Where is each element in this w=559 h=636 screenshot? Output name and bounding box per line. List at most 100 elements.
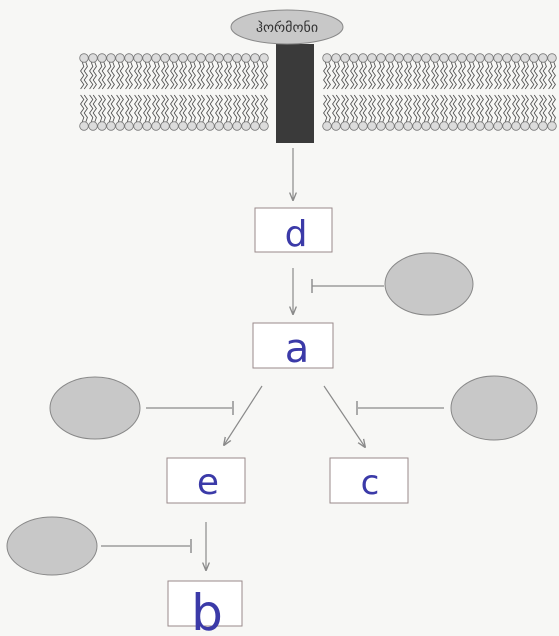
lipid-head (394, 53, 404, 63)
box-d (254, 207, 333, 253)
lipid-tail (152, 61, 157, 90)
lipid-tail (335, 94, 340, 123)
lipid-tail (179, 94, 184, 123)
lipid-tail (461, 94, 466, 123)
lipid-tail (398, 61, 403, 90)
lipid-head (205, 121, 215, 131)
lipid-tail (359, 61, 364, 90)
lipid-tail (452, 94, 457, 123)
lipid-tail (443, 61, 448, 90)
lipid-head (349, 53, 359, 63)
lipid-tail (341, 61, 346, 90)
lipid-tail (434, 94, 439, 123)
lipid-tail (404, 61, 409, 90)
lipid-head (538, 53, 548, 63)
lipid-tail (83, 61, 88, 90)
lipid-head (529, 53, 539, 63)
lipid-tail (542, 61, 547, 90)
lipid-head (250, 121, 260, 131)
lipid-tail (98, 94, 103, 123)
lipid-tail (377, 94, 382, 123)
lipid-tail (206, 61, 211, 90)
lipid-tail (182, 61, 187, 90)
lipid-tail (101, 94, 106, 123)
lipid-head (88, 53, 98, 63)
lipid-tail (224, 61, 229, 90)
lipid-tail (110, 61, 115, 90)
lipid-tail (326, 61, 331, 90)
lipid-tail (260, 61, 265, 90)
lipid-head (196, 121, 206, 131)
lipid-tail (386, 61, 391, 90)
lipid-tail (170, 61, 175, 90)
lipid-tail (386, 94, 391, 123)
lipid-head (484, 53, 494, 63)
lipid-tail (92, 94, 97, 123)
lipid-head (223, 121, 233, 131)
lipid-tail (107, 61, 112, 90)
hormone-ellipse (230, 9, 344, 45)
lipid-tail (431, 61, 436, 90)
arrow-a-to-e (224, 385, 263, 445)
lipid-tail (254, 94, 259, 123)
inhibitor-ellipse-bottom-left (6, 516, 98, 576)
lipid-tail (353, 61, 358, 90)
lipid-head (106, 121, 116, 131)
lipid-head (79, 53, 89, 63)
lipid-head (367, 53, 377, 63)
lipid-head (331, 121, 341, 131)
lipid-tail (137, 94, 142, 123)
lipid-tail (443, 94, 448, 123)
lipid-tail (380, 94, 385, 123)
lipid-tail (431, 94, 436, 123)
lipid-tail (224, 94, 229, 123)
lipid-tail (488, 94, 493, 123)
lipid-tail (422, 94, 427, 123)
lipid-tail (143, 94, 148, 123)
lipid-tail (506, 94, 511, 123)
lipid-tail (485, 94, 490, 123)
lipid-tail (152, 94, 157, 123)
lipid-tail (125, 61, 130, 90)
lipid-tail (191, 94, 196, 123)
lipid-tail (359, 94, 364, 123)
lipid-tail (494, 94, 499, 123)
inhibitor-ellipse-top-right (384, 252, 474, 316)
box-b-label: b (191, 584, 223, 636)
lipid-head (448, 53, 458, 63)
lipid-tail (215, 61, 220, 90)
lipid-tail (425, 61, 430, 90)
lipid-head (124, 53, 134, 63)
lipid-head (502, 53, 512, 63)
lipid-tail (326, 94, 331, 123)
lipid-head (448, 121, 458, 131)
lipid-head (133, 53, 143, 63)
lipid-tail (245, 94, 250, 123)
lipid-tail (353, 94, 358, 123)
lipid-tail (227, 94, 232, 123)
box-c-label: c (361, 463, 380, 503)
lipid-head (250, 53, 260, 63)
lipid-tail (476, 61, 481, 90)
lipid-head (412, 121, 422, 131)
lipid-tail (506, 61, 511, 90)
lipid-head (214, 53, 224, 63)
lipid-tail (134, 94, 139, 123)
lipid-tail (344, 61, 349, 90)
lipid-tail (188, 61, 193, 90)
lipid-tail (215, 94, 220, 123)
lipid-tail (227, 61, 232, 90)
lipid-tail (539, 94, 544, 123)
lipid-tail (80, 94, 85, 123)
lipid-tail (449, 61, 454, 90)
lipid-tail (413, 94, 418, 123)
lipid-tail (362, 61, 367, 90)
lipid-head (322, 121, 332, 131)
inhibitor-ellipse-left (49, 376, 141, 440)
lipid-tail (425, 94, 430, 123)
lipid-tail (116, 61, 121, 90)
lipid-tail (404, 94, 409, 123)
lipid-head (205, 53, 215, 63)
lipid-head (403, 53, 413, 63)
lipid-tail (524, 61, 529, 90)
